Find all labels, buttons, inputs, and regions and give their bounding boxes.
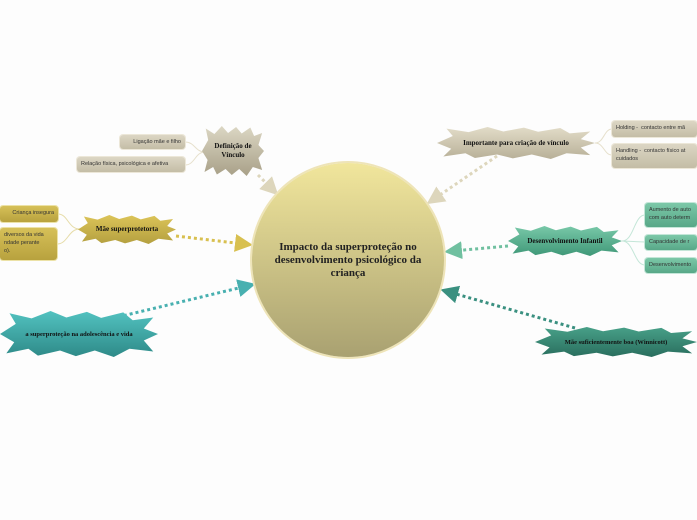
subtopic-desenvolvimento[interactable]: Desenvolvimento xyxy=(645,258,697,273)
subtopic-handling[interactable]: Handling - contacto físico at cuidados xyxy=(612,144,697,168)
subtopic-superprotetora-2[interactable]: diversos da vida ndade perante o). xyxy=(0,228,57,260)
arrow-adolescencia xyxy=(117,279,256,319)
subtopic-capacidade[interactable]: Capacidade de r xyxy=(645,235,697,250)
arrow-importante xyxy=(426,154,498,205)
subtopic-crianca-insegura[interactable]: Criança insegura xyxy=(0,206,58,222)
arrow-superprotetora xyxy=(175,234,253,252)
arrow-desenvolvimento xyxy=(444,241,509,260)
arrow-winnicott xyxy=(440,285,576,330)
central-topic[interactable]: Impacto da superproteção no desenvolvime… xyxy=(252,163,444,357)
subtopic-ligacao[interactable]: Ligação mãe e filho xyxy=(120,135,185,149)
arrow-definicao xyxy=(256,173,279,196)
subtopic-relacao[interactable]: Relação física, psicológica e afetiva xyxy=(77,157,185,172)
subtopic-aumento[interactable]: Aumento de auto com auto determ xyxy=(645,203,697,227)
subtopic-holding[interactable]: Holding - contacto entre mã xyxy=(612,121,697,137)
